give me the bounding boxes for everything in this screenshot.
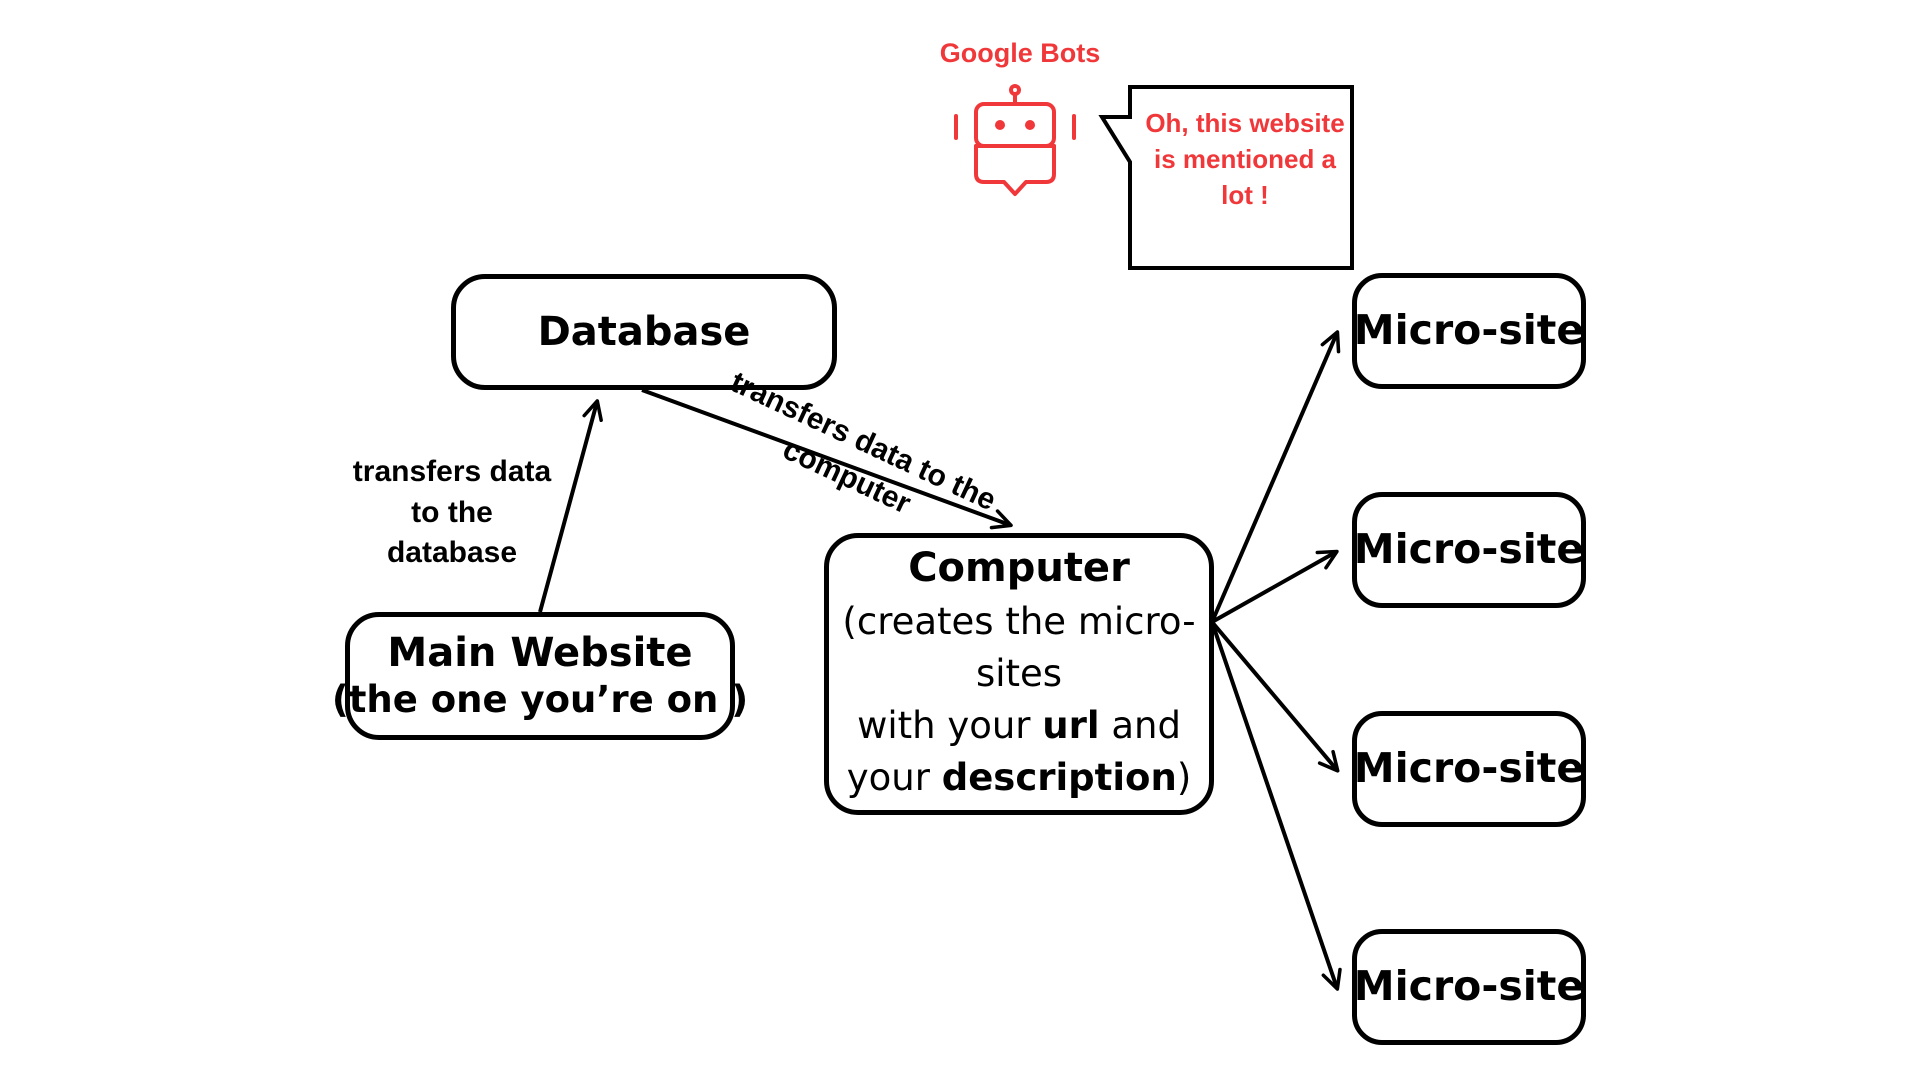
micro-site-label: Micro-site — [1353, 962, 1585, 1011]
computer-description: (creates the micro- sites with your url … — [842, 596, 1195, 803]
micro-site-node: Micro-site — [1352, 492, 1586, 608]
micro-site-label: Micro-site — [1353, 525, 1585, 574]
main-website-node: Main Website (the one you’re on ) — [332, 612, 748, 740]
micro-site-node: Micro-site — [1352, 273, 1586, 389]
micro-site-label: Micro-site — [1353, 306, 1585, 355]
robot-icon — [954, 84, 1076, 196]
arrow-main-to-database — [538, 399, 603, 613]
computer-title: Computer — [908, 545, 1130, 592]
arrow-computer-to-micro-site-1 — [1210, 330, 1341, 623]
arrow-database-to-computer — [641, 388, 1013, 530]
database-node: Database — [451, 274, 837, 390]
arrow-computer-to-micro-site-2 — [1211, 549, 1339, 624]
edge-label-main-to-database: transfers data to the database — [352, 455, 552, 569]
bot-speech-text: Oh, this website is mentioned a lot ! — [1145, 108, 1345, 210]
computer-line-1: (creates the micro- — [842, 600, 1196, 644]
computer-line-2: sites — [975, 652, 1063, 696]
database-label: Database — [537, 309, 751, 355]
computer-description-keyword: description — [941, 755, 1177, 799]
computer-line-4: your description) — [842, 752, 1195, 804]
computer-line-3: with your url and — [842, 700, 1195, 752]
micro-site-node: Micro-site — [1352, 929, 1586, 1045]
computer-node: Computer (creates the micro- sites with … — [824, 533, 1214, 815]
computer-line-3-pre: with your — [857, 704, 1043, 747]
computer-line-3-post: and — [1099, 704, 1181, 747]
main-website-subtitle: (the one you’re on ) — [331, 677, 749, 721]
main-website-title: Main Website — [387, 629, 693, 676]
bot-title: Google Bots — [939, 38, 1101, 68]
computer-line-4-post: ) — [1176, 755, 1192, 799]
speech-bubble — [1098, 85, 1354, 270]
computer-url-keyword: url — [1042, 704, 1100, 747]
micro-site-label: Micro-site — [1353, 744, 1585, 793]
arrow-computer-to-micro-site-4 — [1210, 621, 1342, 991]
computer-line-4-pre: your — [846, 755, 942, 799]
micro-site-node: Micro-site — [1352, 711, 1586, 827]
arrow-computer-to-micro-site-3 — [1210, 620, 1340, 773]
